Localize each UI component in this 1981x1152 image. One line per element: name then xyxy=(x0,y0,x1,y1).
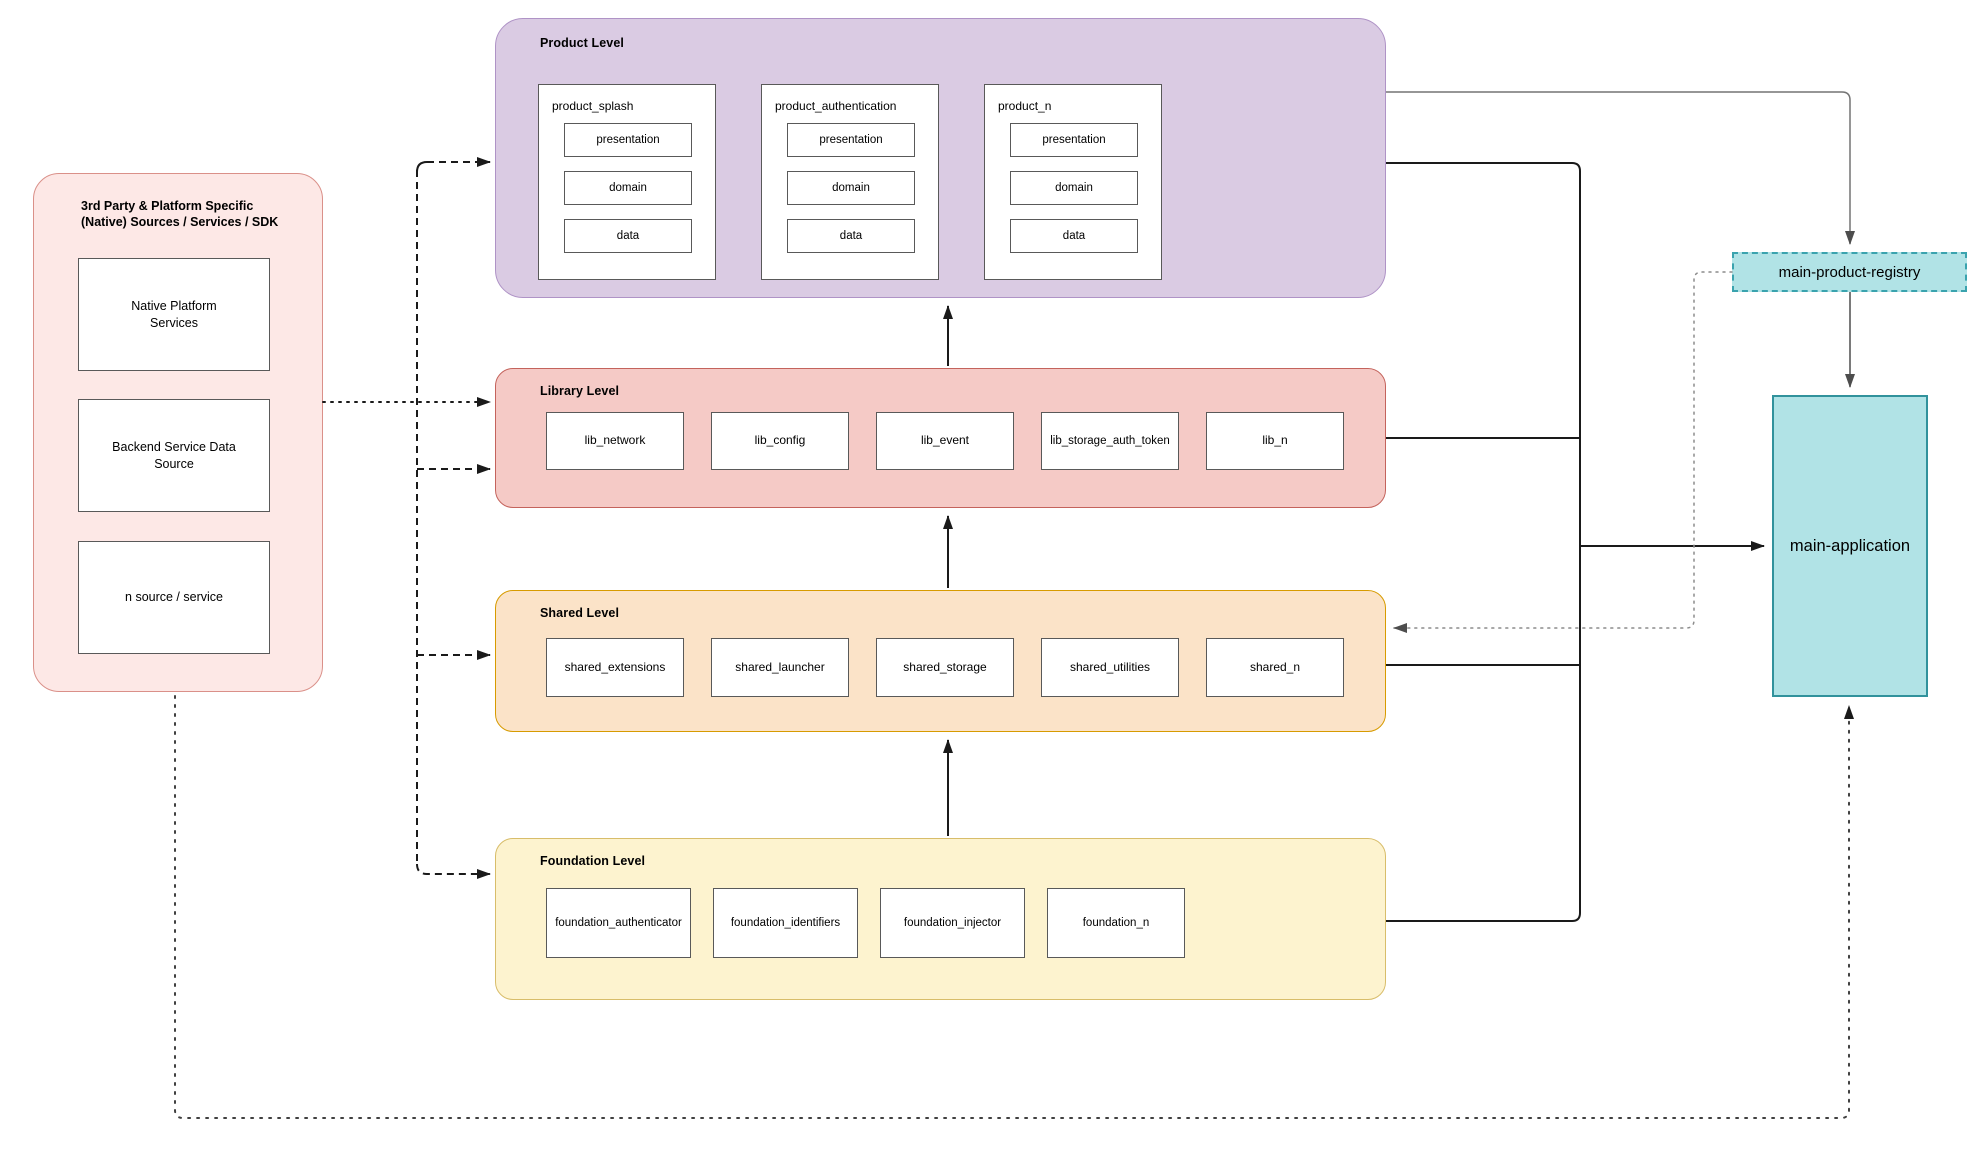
shared-storage-node: shared_storage xyxy=(876,638,1014,697)
product-authentication-module: product_authentication presentation doma… xyxy=(761,84,939,280)
shared-launcher-node: shared_launcher xyxy=(711,638,849,697)
layer-domain: domain xyxy=(564,171,692,205)
lib-config-node: lib_config xyxy=(711,412,849,470)
connector-right-trunk xyxy=(1386,162,1581,922)
layer-data: data xyxy=(564,219,692,253)
foundation-n-node: foundation_n xyxy=(1047,888,1185,958)
foundation-authenticator-node: foundation_authenticator xyxy=(546,888,691,958)
n-source-service-node: n source / service xyxy=(78,541,270,654)
main-product-registry-node: main-product-registry xyxy=(1732,252,1967,292)
connector-product-to-registry xyxy=(1386,91,1855,245)
layer-data: data xyxy=(1010,219,1138,253)
connector-dashed-trunk-top-corner xyxy=(416,161,428,173)
foundation-injector-node: foundation_injector xyxy=(880,888,1025,958)
module-name: product_splash xyxy=(552,99,634,113)
node-label: n source / service xyxy=(125,590,223,605)
main-application-node: main-application xyxy=(1772,395,1928,697)
shared-extensions-node: shared_extensions xyxy=(546,638,684,697)
layer-presentation: presentation xyxy=(1010,123,1138,157)
lib-n-node: lib_n xyxy=(1206,412,1344,470)
layer-presentation: presentation xyxy=(787,123,915,157)
product-level-title: Product Level xyxy=(540,36,624,50)
lib-network-node: lib_network xyxy=(546,412,684,470)
third-party-title: 3rd Party & Platform Specific (Native) S… xyxy=(81,199,279,230)
module-name: product_authentication xyxy=(775,99,897,113)
foundation-identifiers-node: foundation_identifiers xyxy=(713,888,858,958)
module-name: product_n xyxy=(998,99,1052,113)
library-level-title: Library Level xyxy=(540,384,620,398)
shared-n-node: shared_n xyxy=(1206,638,1344,697)
shared-level-title: Shared Level xyxy=(540,606,620,620)
layer-presentation: presentation xyxy=(564,123,692,157)
connector-dashed-to-foundation xyxy=(416,863,491,879)
foundation-level-title: Foundation Level xyxy=(540,854,646,868)
node-label: Backend Service Data Source xyxy=(112,440,236,471)
backend-service-data-source-node: Backend Service Data Source xyxy=(78,399,270,512)
native-platform-services-node: Native Platform Services xyxy=(78,258,270,371)
layer-data: data xyxy=(787,219,915,253)
lib-event-node: lib_event xyxy=(876,412,1014,470)
product-splash-module: product_splash presentation domain data xyxy=(538,84,716,280)
node-label: Native Platform Services xyxy=(131,299,217,330)
lib-storage-auth-token-node: lib_storage_auth_token xyxy=(1041,412,1179,470)
product-n-module: product_n presentation domain data xyxy=(984,84,1162,280)
layer-domain: domain xyxy=(787,171,915,205)
shared-utilities-node: shared_utilities xyxy=(1041,638,1179,697)
connector-dotted-registry-to-shared xyxy=(1393,271,1733,633)
layer-domain: domain xyxy=(1010,171,1138,205)
